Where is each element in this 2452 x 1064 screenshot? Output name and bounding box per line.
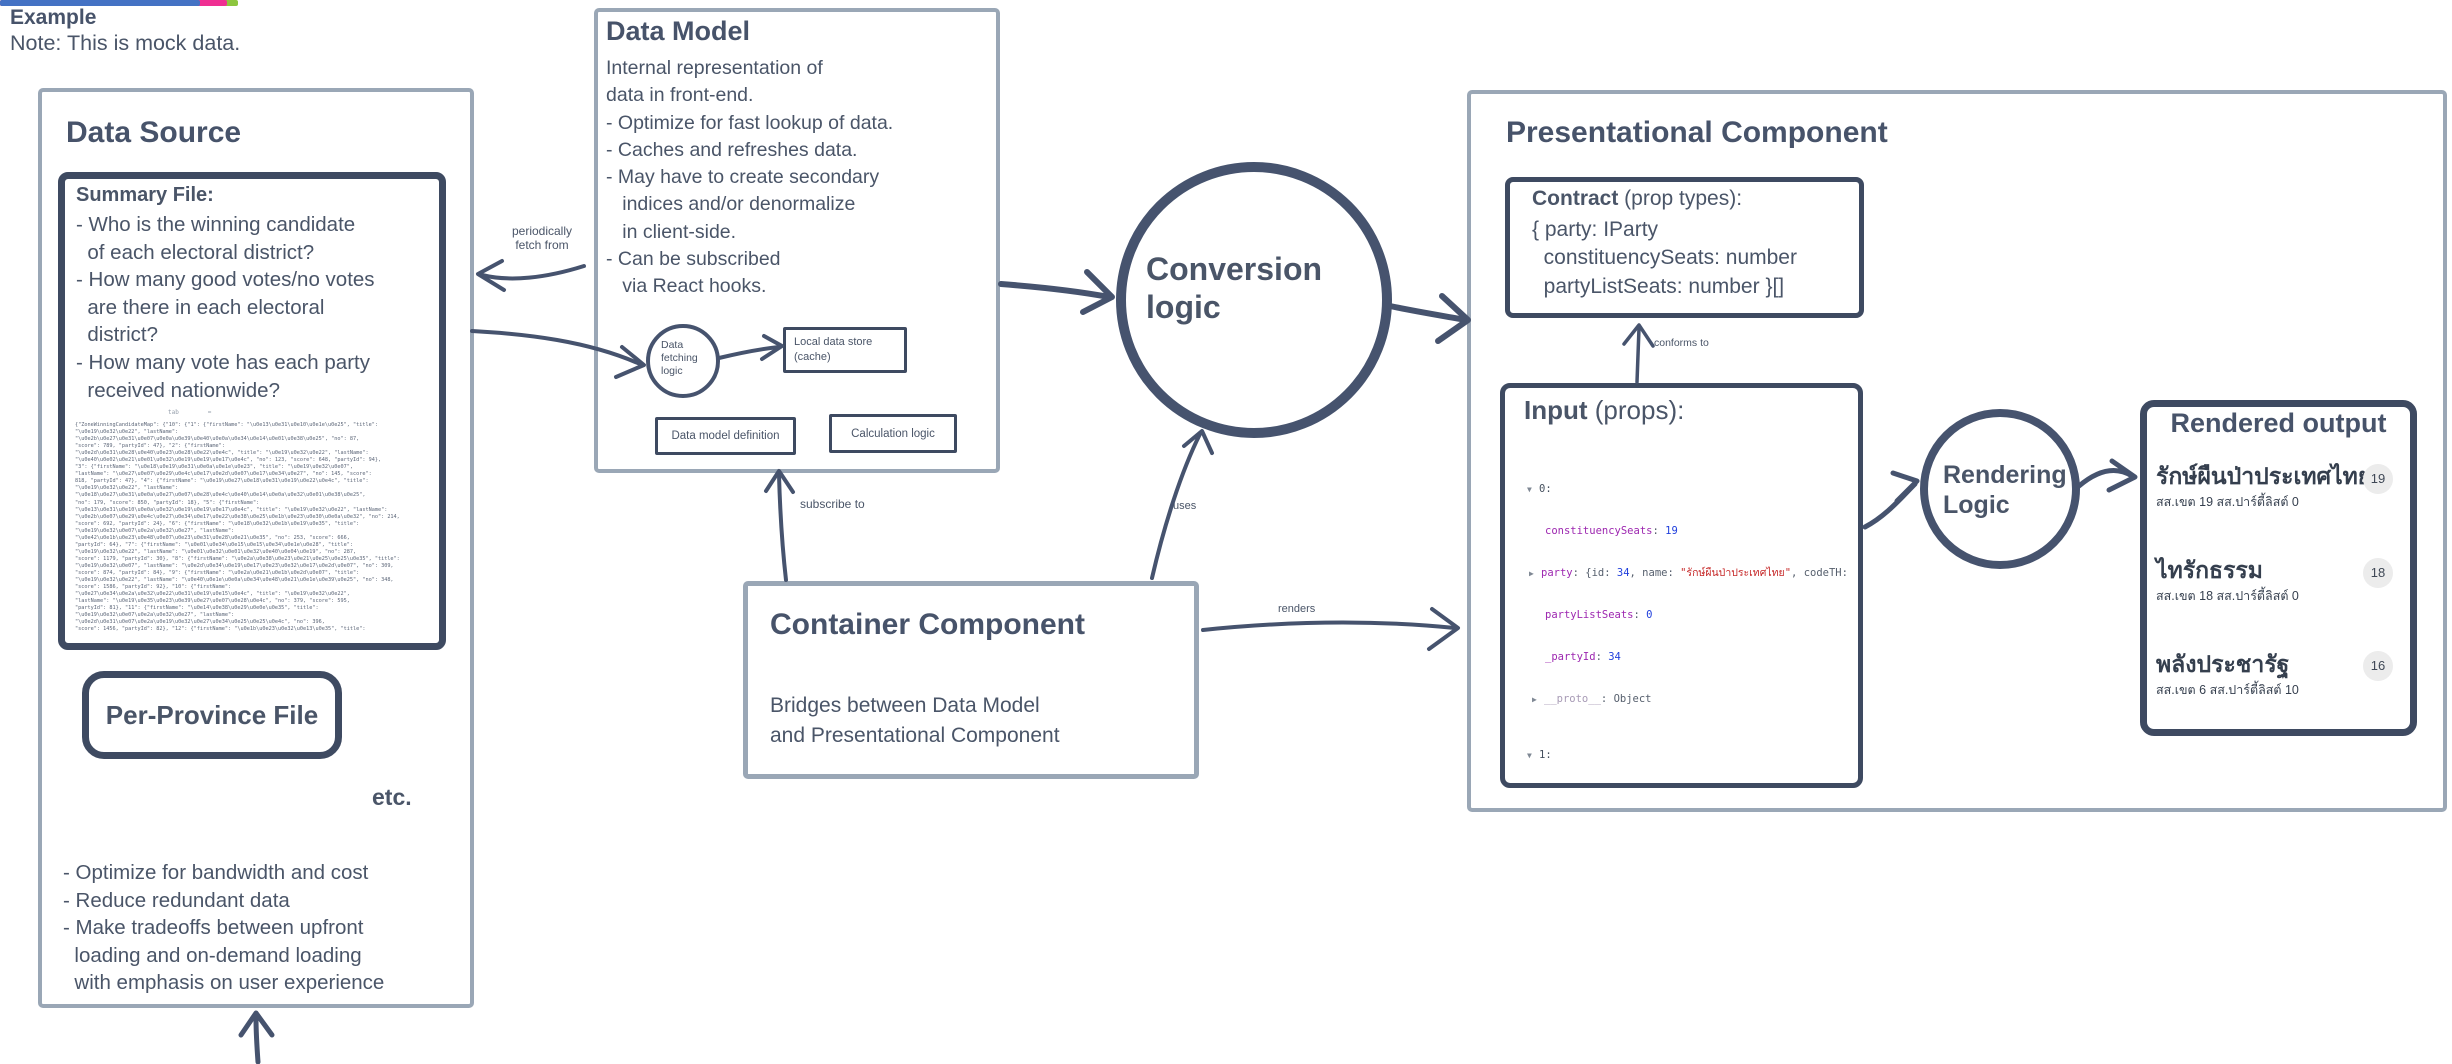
data-model-definition-label: Data model definition bbox=[671, 430, 780, 442]
contract-heading-rest: (prop types): bbox=[1618, 187, 1743, 210]
edge-label-periodically-fetch: periodically fetch from bbox=[511, 224, 573, 252]
party-meta: สส.เขต 18 สส.ปาร์ตี้ลิสต์ 0 bbox=[2156, 589, 2299, 603]
calculation-logic-box: Calculation logic bbox=[829, 414, 957, 453]
data-model-definition-box: Data model definition bbox=[655, 417, 796, 455]
party-color-bar bbox=[0, 0, 200, 6]
summary-file-box bbox=[58, 172, 446, 650]
console-row: ▶party: {id: 34, name: "รักษ์ผืนป่าประเท… bbox=[1529, 567, 1853, 579]
container-component-title: Container Component bbox=[770, 608, 1085, 641]
party-name: ไทรักธรรม bbox=[2156, 557, 2263, 583]
summary-file-heading: Summary File: bbox=[76, 184, 214, 206]
arrow-conversion-to-presentational bbox=[1387, 293, 1471, 344]
input-heading-rest: (props): bbox=[1587, 395, 1685, 425]
console-output: ▼0: constituencySeats: 19 ▶party: {id: 3… bbox=[1519, 440, 1853, 770]
data-fetching-logic-label: Data fetching logic bbox=[661, 339, 698, 377]
party-seat-badge: 18 bbox=[2363, 558, 2393, 588]
edge-label-renders: renders bbox=[1278, 603, 1316, 615]
mock-data-note: Note: This is mock data. bbox=[10, 31, 241, 55]
arrow-into-data-source bbox=[238, 1010, 275, 1064]
input-heading: Input bbox=[1524, 395, 1588, 425]
rendered-output-title: Rendered output bbox=[2170, 408, 2387, 438]
arrow-subscribe-to bbox=[764, 469, 795, 582]
container-component-box bbox=[743, 581, 1199, 779]
console-row: partyListSeats: 0 bbox=[1545, 609, 1653, 621]
rendering-logic-label: Rendering Logic bbox=[1943, 461, 2067, 519]
data-model-title: Data Model bbox=[606, 16, 751, 46]
edge-label-subscribe-to: subscribe to bbox=[800, 497, 865, 511]
console-row: ▼1: bbox=[1527, 749, 1552, 761]
page-title: Example bbox=[10, 6, 97, 29]
party-meta: สส.เขต 6 สส.ปาร์ตี้ลิสต์ 10 bbox=[2156, 683, 2299, 697]
arrow-periodically-fetch bbox=[476, 259, 586, 292]
arrow-renders bbox=[1201, 607, 1460, 651]
etc-label: etc. bbox=[372, 784, 412, 810]
summary-file-questions: - Who is the winning candidate of each e… bbox=[76, 213, 375, 402]
summary-json-blob: {"ZoneWinningCandidateMap": {"10": {"1":… bbox=[75, 422, 400, 633]
data-model-body: Internal representation of data in front… bbox=[606, 57, 894, 298]
presentational-component-title: Presentational Component bbox=[1506, 116, 1888, 149]
party-name: พลังประชารัฐ bbox=[2156, 651, 2290, 677]
contract-heading: Contract bbox=[1532, 187, 1619, 210]
party-seat-badge: 16 bbox=[2363, 651, 2393, 681]
arrow-model-to-conversion bbox=[998, 269, 1115, 315]
edge-label-conforms-to: conforms to bbox=[1654, 337, 1709, 349]
triangle-open-icon: ▼ bbox=[1527, 485, 1532, 494]
console-row: ▶__proto__: Object bbox=[1532, 693, 1652, 705]
triangle-open-icon: ▼ bbox=[1527, 751, 1532, 760]
triangle-closed-icon: ▶ bbox=[1532, 695, 1537, 704]
data-source-notes: - Optimize for bandwidth and cost - Redu… bbox=[63, 861, 385, 995]
party-name: รักษ์ผืนป่าประเทศไทย bbox=[2156, 463, 2372, 489]
data-source-title: Data Source bbox=[66, 116, 242, 149]
per-province-file-box: Per-Province File bbox=[82, 671, 342, 759]
local-data-store-box: Local data store (cache) bbox=[783, 327, 907, 373]
console-row: _partyId: 34 bbox=[1545, 651, 1621, 663]
summary-json-micro-label: tab = bbox=[168, 409, 212, 416]
calculation-logic-label: Calculation logic bbox=[851, 427, 935, 440]
edge-label-uses: uses bbox=[1173, 500, 1197, 512]
container-component-body: Bridges between Data Model and Presentat… bbox=[770, 694, 1060, 747]
triangle-closed-icon: ▶ bbox=[1529, 569, 1534, 578]
contract-box bbox=[1505, 177, 1864, 318]
input-props-box bbox=[1500, 383, 1863, 788]
console-row: ▼0: bbox=[1527, 483, 1552, 495]
party-seat-badge: 19 bbox=[2363, 464, 2393, 494]
console-row: constituencySeats: 19 bbox=[1545, 525, 1678, 537]
contract-lines: { party: IParty constituencySeats: numbe… bbox=[1532, 218, 1797, 298]
conversion-logic-label: Conversion logic bbox=[1146, 251, 1323, 325]
party-meta: สส.เขต 19 สส.ปาร์ตี้ลิสต์ 0 bbox=[2156, 495, 2299, 509]
per-province-file-label: Per-Province File bbox=[105, 699, 319, 730]
